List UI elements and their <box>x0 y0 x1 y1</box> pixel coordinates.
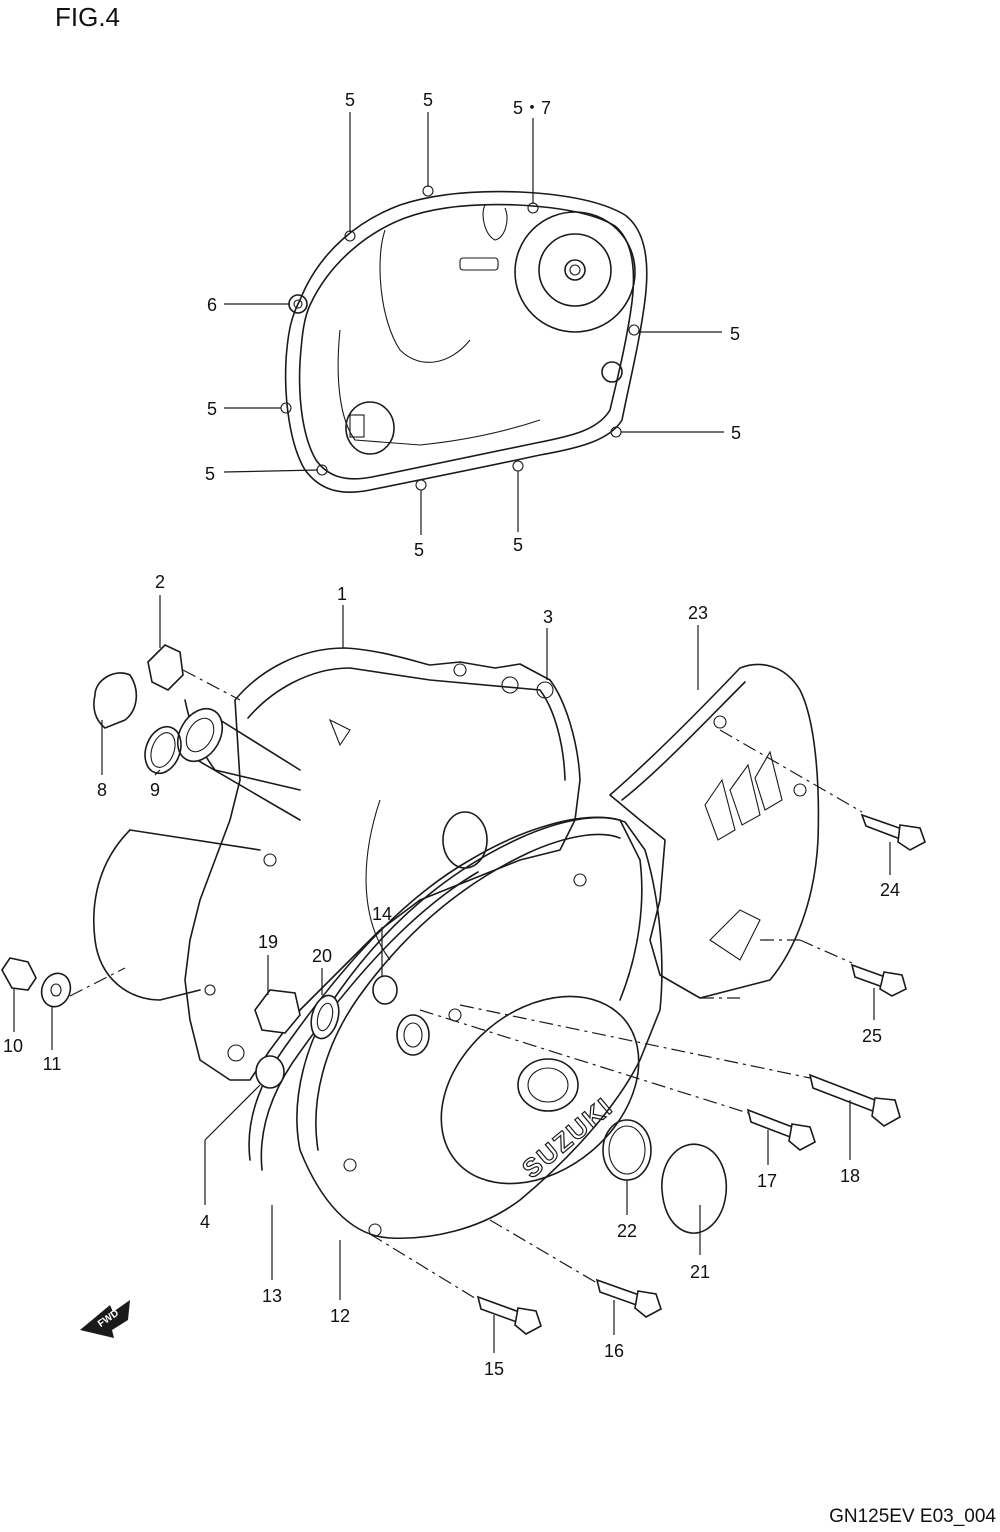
upper-leader-lines <box>223 112 724 535</box>
callout-12: 12 <box>330 1306 350 1326</box>
sprocket-cover-23-drawing <box>609 663 820 999</box>
part-8-cap <box>93 672 138 729</box>
callout-9: 9 <box>150 780 160 800</box>
part-2-plug <box>147 644 184 691</box>
part-24-bolt <box>860 813 926 851</box>
callout-22: 22 <box>617 1221 637 1241</box>
callout-18: 18 <box>840 1166 860 1186</box>
bolts <box>476 813 926 1335</box>
part-15-bolt <box>476 1295 542 1335</box>
part-21-cap <box>661 1143 727 1234</box>
callout-6: 6 <box>207 295 217 315</box>
callout-24: 24 <box>880 880 900 900</box>
figure-title: FIG.4 <box>55 2 121 32</box>
callout-5: 5 <box>207 399 217 419</box>
callout-5: 5 <box>731 423 741 443</box>
part-14-dowel <box>372 975 398 1005</box>
callout-2: 2 <box>155 572 165 592</box>
callout-11: 11 <box>43 1054 62 1074</box>
part-9-oring <box>144 725 182 775</box>
callout-14: 14 <box>372 904 392 924</box>
callout-5: 5 <box>414 540 424 560</box>
callout-4: 4 <box>200 1212 210 1232</box>
part-10-bolt <box>1 957 37 991</box>
assembly-lines <box>69 669 863 1301</box>
callout-5: 5 <box>513 535 523 555</box>
callout-1: 1 <box>337 584 347 604</box>
callout-10: 10 <box>3 1036 23 1056</box>
callout-5: 5 <box>205 464 215 484</box>
callout-5-7: 5・7 <box>513 98 551 118</box>
part-19-bolt <box>254 989 301 1034</box>
callout-15: 15 <box>484 1359 504 1379</box>
figure-code: GN125EV E03_004 <box>829 1506 996 1527</box>
callout-5: 5 <box>345 90 355 110</box>
oil-filler-boss <box>176 707 301 821</box>
callout-8: 8 <box>97 780 107 800</box>
callout-21: 21 <box>690 1262 710 1282</box>
forward-direction-arrow: FWD <box>80 1300 130 1338</box>
callout-5: 5 <box>730 324 740 344</box>
callout-5: 5 <box>423 90 433 110</box>
clutch-cover-gasket-drawing <box>280 185 648 493</box>
small-parts <box>1 644 727 1234</box>
part-22-oring <box>602 1119 652 1181</box>
part-16-bolt <box>595 1278 662 1318</box>
callout-17: 17 <box>757 1171 777 1191</box>
callout-16: 16 <box>604 1341 624 1361</box>
callout-3: 3 <box>543 607 553 627</box>
clutch-cover-12-drawing: SUZUKI <box>296 816 663 1240</box>
callout-13: 13 <box>262 1286 282 1306</box>
part-25-bolt <box>850 963 907 997</box>
lower-leader-lines <box>13 595 891 1353</box>
part-4-dowel <box>255 1055 285 1089</box>
part-11-washer <box>40 972 72 1008</box>
part-17-bolt <box>746 1108 816 1151</box>
callout-20: 20 <box>312 946 332 966</box>
callout-23: 23 <box>688 603 708 623</box>
callout-19: 19 <box>258 932 278 952</box>
part-18-bolt <box>808 1073 901 1127</box>
callout-labels: 5 5 5・7 6 5 5 5 5 5 5 5 1 2 3 4 8 9 10 1… <box>3 90 900 1379</box>
callout-25: 25 <box>862 1026 882 1046</box>
